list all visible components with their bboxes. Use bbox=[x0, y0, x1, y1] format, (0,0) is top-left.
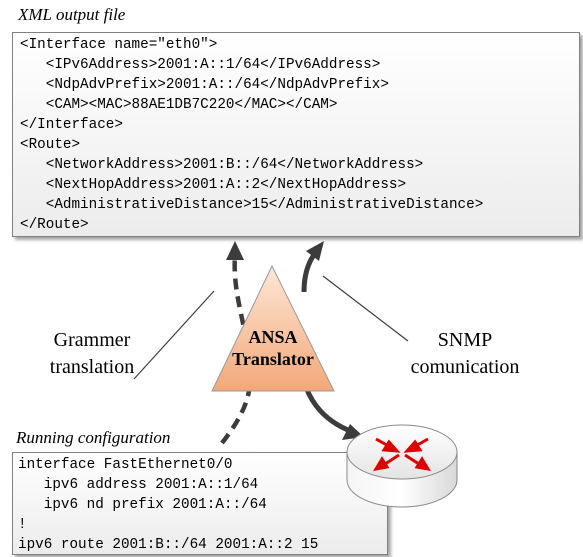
snmp-communication-arrow bbox=[299, 241, 364, 440]
grammar-label-line1: Grammer bbox=[53, 329, 131, 351]
grammar-leader-line bbox=[133, 290, 215, 380]
xml-line: <NextHopAddress>2001:A::2</NextHopAddres… bbox=[20, 177, 407, 193]
ansa-translator-triangle: ANSA Translator bbox=[211, 264, 335, 392]
grammar-label-line2: translation bbox=[49, 356, 135, 378]
running-configuration-title: Running configuration bbox=[16, 428, 171, 447]
snmp-leader-line bbox=[322, 275, 409, 342]
xml-line: <AdministrativeDistance>15</Administrati… bbox=[20, 197, 484, 213]
translator-label-line1: ANSA bbox=[248, 327, 297, 347]
xml-line: </Interface> bbox=[20, 117, 123, 133]
config-line: interface FastEthernet0/0 bbox=[18, 457, 233, 473]
config-line: ipv6 nd prefix 2001:A::/64 bbox=[18, 497, 267, 513]
xml-line: <CAM><MAC>88AE1DB7C220</MAC></CAM> bbox=[20, 97, 338, 113]
xml-line: <NdpAdvPrefix>2001:A::/64</NdpAdvPrefix> bbox=[20, 77, 389, 93]
snmp-label-line1: SNMP bbox=[437, 329, 493, 351]
config-line: ipv6 address 2001:A::1/64 bbox=[18, 477, 259, 493]
xml-line: </Route> bbox=[20, 217, 89, 233]
translator-label-line2: Translator bbox=[232, 349, 314, 369]
config-line: ! bbox=[18, 517, 27, 533]
xml-line: <IPv6Address>2001:A::1/64</IPv6Address> bbox=[20, 57, 381, 73]
snmp-label-line2: comunication bbox=[410, 356, 520, 378]
grammar-translation-label: Grammer translation bbox=[28, 327, 156, 381]
running-config-box: interface FastEthernet0/0 ipv6 address 2… bbox=[12, 452, 388, 555]
xml-line: <NetworkAddress>2001:B::/64</NetworkAddr… bbox=[20, 157, 424, 173]
xml-output-box: <Interface name="eth0"> <IPv6Address>200… bbox=[12, 32, 580, 237]
snmp-communication-label: SNMP comunication bbox=[380, 327, 550, 381]
xml-line: <Interface name="eth0"> bbox=[20, 37, 218, 53]
xml-line: <Route> bbox=[20, 137, 81, 153]
xml-output-file-title: XML output file bbox=[18, 5, 126, 24]
router-icon bbox=[346, 424, 458, 508]
config-line: ipv6 route 2001:B::/64 2001:A::2 15 bbox=[18, 537, 319, 553]
